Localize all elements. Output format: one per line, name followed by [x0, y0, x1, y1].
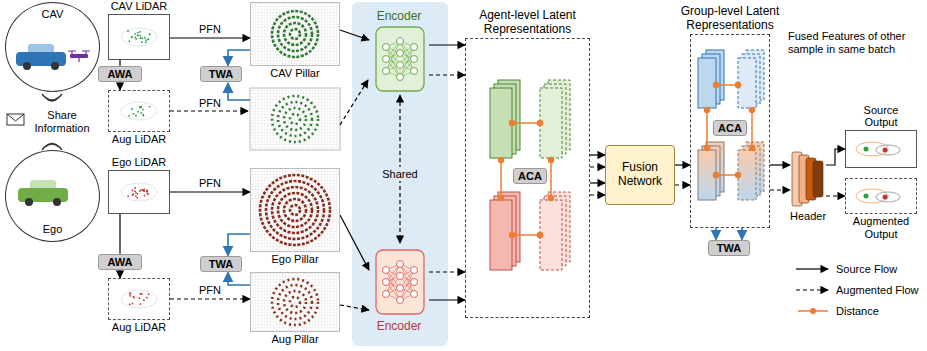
node-text: ACA — [518, 170, 542, 183]
augment-box: TWA — [200, 66, 242, 83]
legend-text: Distance — [836, 305, 879, 317]
flow-arrow — [590, 154, 605, 155]
encoder-block: Encoder — [369, 243, 429, 339]
lidar-box: Aug LiDAR — [108, 90, 170, 132]
augment-box: TWA — [708, 240, 750, 257]
node-text: Ego Pillar — [271, 253, 318, 266]
legend-sample — [795, 284, 831, 296]
flow-arrow — [340, 30, 369, 40]
legend-sample — [795, 263, 831, 275]
node-text: Ego LiDAR — [112, 156, 166, 169]
node-text: Aug Pillar — [271, 333, 318, 346]
attention-box: ACA — [713, 120, 747, 137]
flow-arrow — [170, 298, 250, 299]
flow-arrow — [340, 305, 369, 310]
node-text: Encoder — [377, 320, 422, 334]
legend-text: Augmented Flow — [836, 284, 919, 296]
latent-group: Group-level Latent RepresentationsACA — [690, 34, 770, 228]
edge-label: PFN — [197, 177, 223, 190]
legend-text: Source Flow — [836, 263, 897, 275]
augment-box: AWA — [98, 66, 142, 83]
flow-arrow — [429, 44, 465, 45]
flow-arrow — [429, 299, 465, 300]
vehicle-circle: Ego — [5, 150, 100, 242]
node-text: Augmented Output — [846, 215, 916, 240]
edge-label: PFN — [197, 23, 223, 36]
edge-label: PFN — [197, 284, 223, 297]
flow-arrow — [826, 195, 845, 196]
node-text: Fusion Network — [610, 161, 670, 189]
pillar-image: Aug Pillar — [250, 272, 340, 332]
flow-arrow — [590, 166, 605, 167]
header-block: Header — [790, 148, 826, 208]
node-text: TWA — [717, 242, 741, 255]
flow-arrow — [119, 60, 120, 66]
flow-arrow — [826, 149, 845, 165]
flow-arrow — [429, 74, 465, 75]
flow-arrow — [119, 214, 120, 254]
node-text: CAV Pillar — [270, 67, 319, 80]
legend-sample — [795, 305, 831, 317]
fusion-box: Fusion Network — [605, 145, 675, 205]
flow-label: Share Information — [26, 109, 98, 134]
node-text: Agent-level Latent Representations — [453, 9, 603, 37]
flow-arrow — [119, 82, 120, 90]
node-text: CAV — [42, 8, 64, 21]
legend: Source FlowAugmented FlowDistance — [795, 258, 919, 321]
augment-box: AWA — [98, 254, 142, 271]
flow-arrow — [228, 50, 250, 66]
flow-arrow — [228, 234, 250, 256]
pillar-image: Ego Pillar — [250, 168, 340, 252]
flow-arrow — [770, 164, 790, 165]
augment-box: TWA — [200, 256, 242, 273]
legend-row: Source Flow — [795, 258, 919, 279]
node-text: Encoder — [377, 10, 422, 24]
flow-arrow — [590, 182, 605, 183]
node-text: AWA — [107, 256, 132, 269]
flow-arrow — [675, 164, 690, 165]
node-text: CAV LiDAR — [111, 0, 168, 13]
node-text: Header — [790, 210, 826, 223]
lidar-box: CAV LiDAR — [108, 14, 170, 60]
flow-arrow — [170, 191, 250, 192]
node-text: Source Output — [851, 104, 911, 129]
node-text: AWA — [107, 68, 132, 81]
legend-row: Distance — [795, 300, 919, 321]
flow-arrow — [715, 228, 717, 240]
attention-box: ACA — [513, 168, 547, 185]
lidar-box: Aug LiDAR — [108, 278, 170, 320]
node-text: Aug LiDAR — [112, 321, 166, 334]
flow-arrow — [170, 37, 250, 38]
annotation: Fused Features of other sample in same b… — [788, 30, 920, 55]
node-text: Aug LiDAR — [112, 133, 166, 146]
flow-arrow — [770, 189, 790, 190]
node-text: Shared — [379, 167, 420, 182]
flow-label: PFN — [197, 97, 223, 110]
vehicle-circle: CAV — [5, 2, 100, 92]
node-text: ACA — [718, 122, 742, 135]
flow-arrow — [741, 228, 743, 240]
latent-group: Agent-level Latent RepresentationsACA — [465, 38, 590, 318]
encoder-block: Encoder — [369, 5, 429, 95]
node-text: TWA — [209, 258, 233, 271]
node-text: Ego — [43, 223, 63, 236]
shared-band: SharedEncoderEncoder — [352, 2, 448, 346]
flow-arrow — [429, 271, 465, 272]
node-text: TWA — [209, 68, 233, 81]
legend-row: Augmented Flow — [795, 279, 919, 300]
node-text: Group-level Latent Representations — [680, 5, 780, 33]
lidar-box: Ego LiDAR — [108, 170, 170, 214]
output-box: Augmented Output — [845, 178, 917, 214]
pillar-image: CAV Pillar — [250, 2, 340, 66]
flow-arrow — [340, 215, 369, 270]
output-box: Source Output — [845, 130, 917, 168]
flow-arrow — [675, 184, 690, 185]
flow-arrow — [119, 270, 120, 278]
flow-arrow — [590, 194, 605, 195]
flow-arrow — [228, 272, 250, 285]
